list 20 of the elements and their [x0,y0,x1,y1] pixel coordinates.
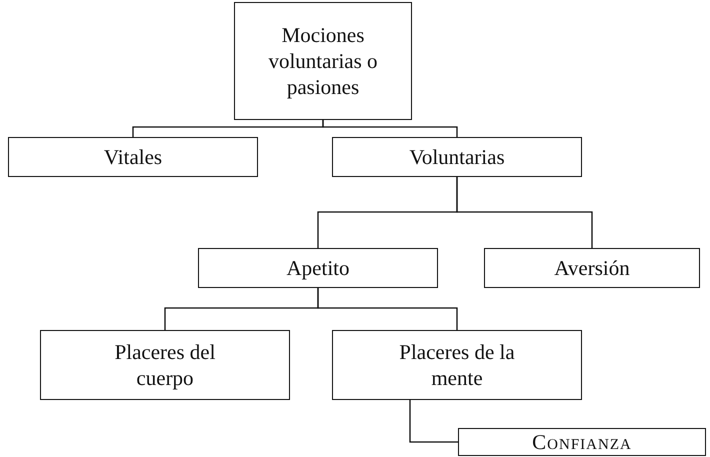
node-label: Placeres del cuerpo [114,338,216,392]
connector-line [317,288,458,330]
node-label: Vitales [104,144,162,170]
connector-line [322,120,458,137]
node-label: Placeres de la mente [398,338,516,392]
node-label: Mociones voluntarias o pasiones [267,22,379,100]
node-label: Confianza [532,428,632,456]
node-label: Apetito [286,254,350,282]
label-box [198,248,438,288]
label-box [332,137,582,177]
label-box [484,248,700,288]
label-box [8,137,258,177]
connector-line [456,177,593,248]
label-box [332,330,582,400]
label-box [234,2,412,120]
connector-line [409,400,458,443]
node-label: Aversión [554,254,630,282]
node-label: Voluntarias [409,144,505,170]
label-box [40,330,290,400]
label-box [458,428,706,456]
